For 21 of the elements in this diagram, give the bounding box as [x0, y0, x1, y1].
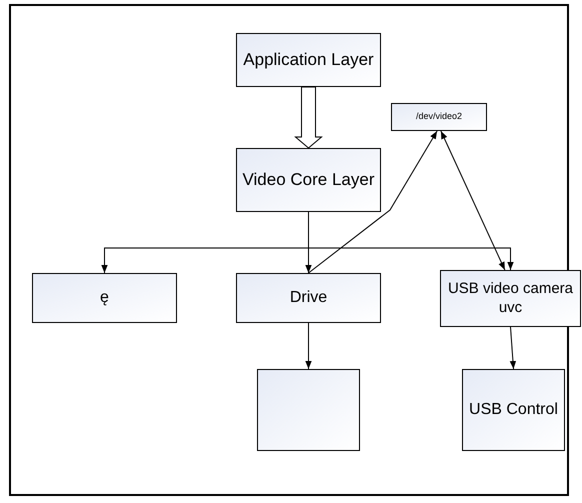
box-label: /dev/video2 — [416, 111, 462, 123]
box-label: ę — [100, 288, 109, 308]
arrow — [308, 212, 514, 270]
process-box — [32, 273, 177, 323]
box-label: Drive — [290, 288, 328, 308]
process-box — [462, 369, 565, 451]
arrow — [308, 130, 438, 274]
process-box — [440, 270, 581, 327]
box-label: Application Layer — [243, 49, 374, 71]
process-box — [257, 369, 360, 451]
process-box — [236, 33, 381, 87]
block-arrow — [294, 86, 323, 149]
box-label: USB Control — [469, 400, 558, 420]
process-box — [236, 148, 381, 212]
arrow — [440, 130, 506, 270]
arrow — [510, 326, 516, 370]
arrow — [305, 322, 312, 370]
box-label: USB video camera uvc — [446, 280, 574, 318]
box-label: Video Core Layer — [242, 169, 374, 191]
process-box — [391, 103, 487, 131]
process-box — [236, 273, 381, 323]
